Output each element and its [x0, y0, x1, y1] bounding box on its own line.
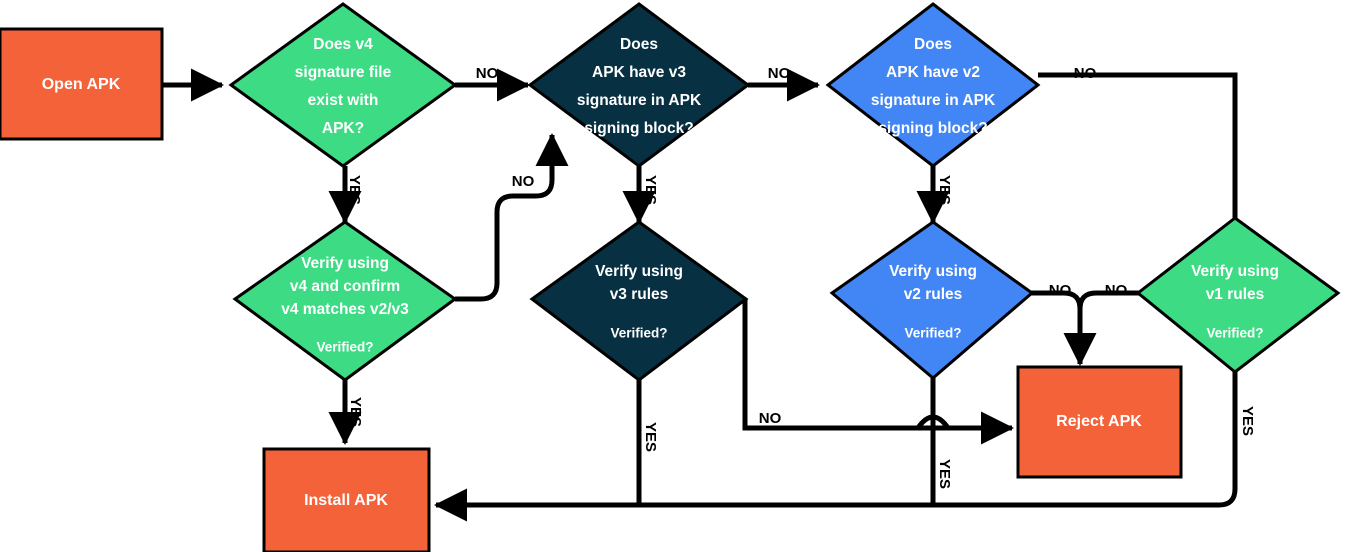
edge-verifyv1-no-to-reject [1077, 290, 1142, 364]
verify-v4-sub: Verified? [316, 340, 373, 355]
edge-label-verifyv3-no: NO [759, 410, 782, 427]
q-v2-sig-diamond [825, 2, 1041, 168]
q-v4-file-diamond [228, 2, 458, 168]
edge-label-verifyv3-yes: YES [642, 422, 659, 452]
install-apk-rect [262, 447, 431, 552]
node-reject-apk[interactable]: Reject APK [1016, 365, 1183, 479]
edge-label-qv4-yes: YES [346, 175, 363, 205]
edge-label-qv2-yes: YES [936, 175, 953, 205]
q-v3-sig-line-4: signing block? [584, 120, 693, 137]
verify-v1-line-1: Verify using [1191, 263, 1279, 280]
reject-apk-rect [1016, 365, 1183, 479]
edge-label-qv3-yes: YES [642, 175, 659, 205]
q-v3-sig-diamond [527, 2, 751, 168]
verify-v1-line-2: v1 rules [1206, 286, 1265, 303]
install-apk-label: Install APK [304, 492, 388, 509]
q-v2-sig-line-1: Does [914, 36, 952, 53]
q-v2-sig-line-3: signature in APK [871, 92, 996, 109]
verify-v2-line-2: v2 rules [904, 286, 963, 303]
q-v4-file-line-3: exist with [308, 92, 379, 109]
connectors [162, 68, 1238, 522]
q-v2-sig-line-2: APK have v2 [886, 64, 980, 81]
edge-label-verifyv4-yes: YES [347, 397, 364, 427]
node-verify-v4[interactable]: Verify using v4 and confirm v4 matches v… [232, 220, 458, 382]
q-v4-file-line-2: signature file [295, 64, 392, 81]
node-verify-v2[interactable]: Verify using v2 rules Verified? [829, 220, 1035, 380]
edge-label-verifyv1-no: NO [1105, 282, 1128, 299]
open-apk-label: Open APK [42, 76, 121, 93]
edge-label-verifyv4-no: NO [512, 173, 535, 190]
edge-verifyv1-yes-to-rail [933, 372, 1238, 508]
node-q-v4-file[interactable]: Does v4 signature file exist with APK? [228, 2, 458, 168]
reject-apk-label: Reject APK [1056, 413, 1142, 430]
q-v3-sig-line-3: signature in APK [577, 92, 702, 109]
edge-label-verifyv2-no: NO [1049, 282, 1072, 299]
node-q-v3-sig[interactable]: Does APK have v3 signature in APK signin… [527, 2, 751, 168]
verify-v4-diamond [232, 220, 458, 382]
edge-verifyv2-no-to-reject [1028, 290, 1097, 367]
verify-v2-line-1: Verify using [889, 263, 977, 280]
verify-v1-diamond [1135, 216, 1341, 374]
q-v3-sig-line-2: APK have v3 [592, 64, 686, 81]
open-apk-rect [0, 27, 164, 141]
verify-v3-line-1: Verify using [595, 263, 683, 280]
edge-qv2-no-to-verifyv1 [1038, 72, 1238, 218]
node-verify-v1[interactable]: Verify using v1 rules Verified? [1135, 216, 1341, 374]
edge-label-qv3-no: NO [768, 65, 791, 82]
q-v4-file-line-1: Does v4 [313, 36, 373, 53]
q-v4-file-line-4: APK? [322, 120, 364, 137]
node-verify-v3[interactable]: Verify using v3 rules Verified? [529, 220, 749, 382]
edge-label-qv2-no: NO [1074, 65, 1097, 82]
edge-labels: NO YES NO YES NO YES NO YES NO YES NO YE… [346, 65, 1256, 489]
line-hop-marker [915, 414, 951, 430]
edge-label-verifyv1-yes: YES [1239, 406, 1256, 436]
verify-v3-diamond [529, 220, 749, 382]
verify-v3-sub: Verified? [610, 326, 667, 341]
verify-v2-sub: Verified? [904, 326, 961, 341]
verify-v4-line-3: v4 matches v2/v3 [281, 301, 409, 318]
node-install-apk[interactable]: Install APK [262, 447, 431, 552]
edge-verifyv4-no-to-qv3 [455, 132, 569, 302]
verify-v1-sub: Verified? [1206, 326, 1263, 341]
node-q-v2-sig[interactable]: Does APK have v2 signature in APK signin… [825, 2, 1041, 168]
q-v2-sig-line-4: signing block? [878, 120, 987, 137]
q-v3-sig-line-1: Does [620, 36, 658, 53]
edge-label-verifyv2-yes: YES [936, 459, 953, 489]
verify-v2-diamond [829, 220, 1035, 380]
verify-v4-line-2: v4 and confirm [290, 278, 400, 295]
verify-v3-line-2: v3 rules [610, 286, 669, 303]
edge-label-qv4-no: NO [476, 65, 499, 82]
verify-v4-line-1: Verify using [301, 255, 389, 272]
node-open-apk[interactable]: Open APK [0, 27, 164, 141]
